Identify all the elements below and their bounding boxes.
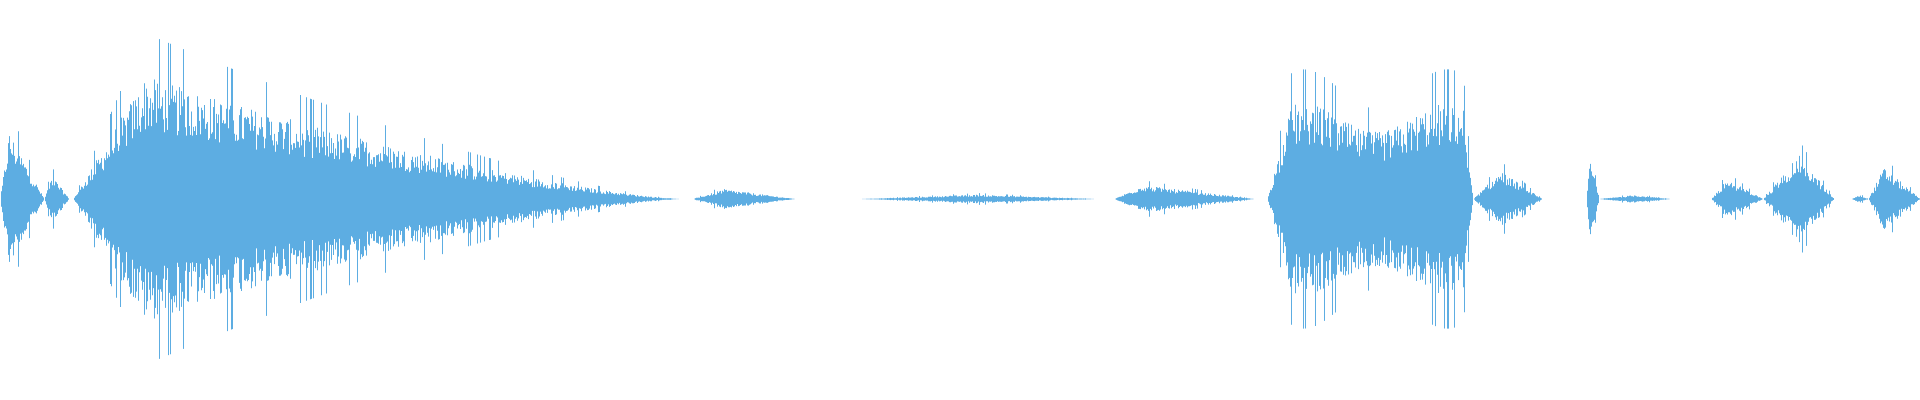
waveform-path: [1, 39, 1920, 359]
waveform-bars: [1, 39, 1920, 359]
